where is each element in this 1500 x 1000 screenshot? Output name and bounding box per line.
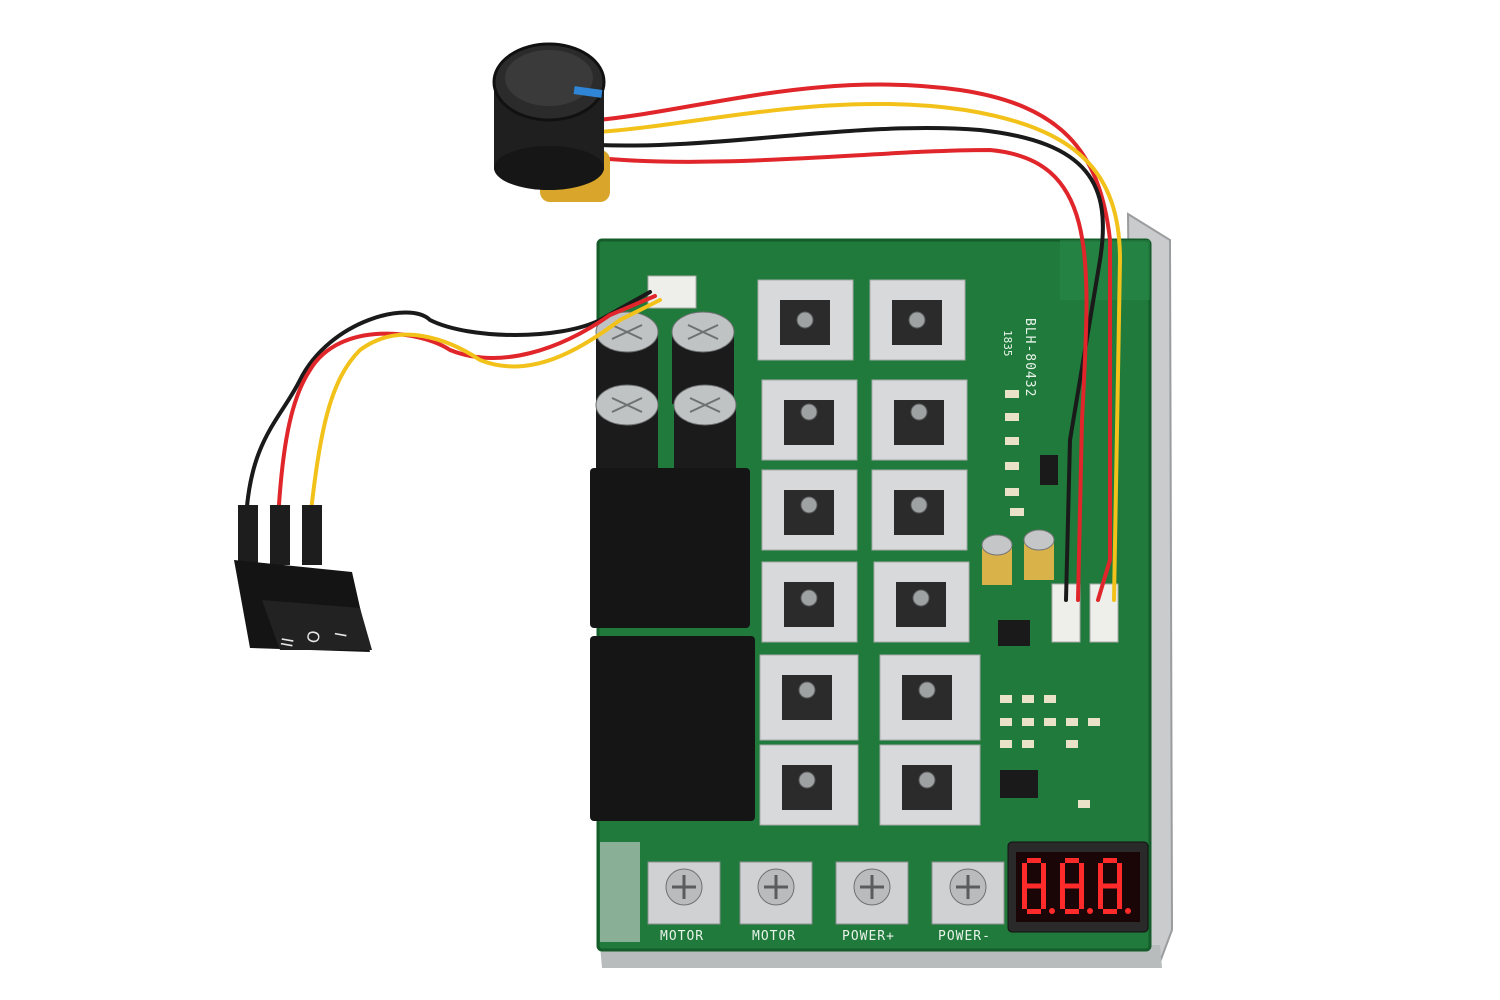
potentiometer-knob[interactable]: [492, 42, 610, 202]
heatsink-array: [757, 279, 981, 826]
display-decimal-point: [1125, 908, 1131, 914]
heatsink: [759, 744, 859, 826]
switch-label-position-0: O: [303, 629, 324, 645]
switch-label-position-1: I: [331, 631, 351, 639]
seven-segment-display: [1007, 841, 1149, 933]
terminal-power-plus[interactable]: [835, 861, 909, 925]
display-segment-c: [1079, 886, 1084, 909]
terminal-label-power-minus: POWER-: [938, 929, 991, 944]
capacitor: [595, 384, 659, 477]
terminal-label-motor-1: MOTOR: [660, 929, 704, 944]
small-capacitor: [1023, 529, 1055, 580]
relay: [590, 636, 755, 821]
display-segment-a: [1065, 858, 1079, 863]
terminal-motor-2[interactable]: [739, 861, 813, 925]
display-segment-b: [1117, 863, 1122, 886]
display-segment-f: [1022, 863, 1027, 886]
heatsink: [879, 654, 981, 741]
display-segment-c: [1117, 886, 1122, 909]
switch-wires: [244, 290, 662, 522]
heatsink: [757, 279, 854, 361]
terminal-motor-1[interactable]: [647, 861, 721, 925]
relay: [590, 468, 750, 628]
relays: [590, 468, 755, 821]
display-segment-d: [1065, 909, 1079, 914]
display-segment-a: [1103, 858, 1117, 863]
display-segment-c: [1041, 886, 1046, 909]
heatsink: [759, 654, 859, 741]
display-segment-b: [1079, 863, 1084, 886]
display-segment-e: [1098, 886, 1103, 909]
electrolytic-capacitors: [595, 311, 1055, 585]
display-decimal-point: [1087, 908, 1093, 914]
display-segment-f: [1098, 863, 1103, 886]
display-decimal-point: [1049, 908, 1055, 914]
board-small-marking: 1835: [1001, 330, 1014, 357]
rocker-switch[interactable]: II O I: [234, 505, 372, 652]
board-part-number: BLH-80432: [1022, 318, 1037, 397]
heatsink: [871, 379, 968, 461]
display-segment-g: [1027, 883, 1041, 889]
ic-chip: [998, 620, 1030, 646]
terminal-label-motor-2: MOTOR: [752, 929, 796, 944]
display-segment-g: [1065, 883, 1079, 889]
heatsink: [761, 469, 858, 551]
display-segment-b: [1041, 863, 1046, 886]
heatsink: [873, 561, 970, 643]
knob-indicator: [573, 86, 603, 98]
heatsink: [761, 379, 858, 461]
heatsink: [871, 469, 968, 551]
display-segment-d: [1103, 909, 1117, 914]
display-segment-d: [1027, 909, 1041, 914]
display-segment-g: [1103, 883, 1117, 889]
display-segment-f: [1060, 863, 1065, 886]
switch-label-position-2: II: [277, 636, 297, 649]
ic-chip: [1040, 455, 1058, 485]
small-capacitor: [981, 534, 1013, 585]
screw-terminals: MOTOR MOTOR POWER+ POWER-: [647, 861, 1005, 944]
heatsink: [761, 561, 858, 643]
terminal-label-power-plus: POWER+: [842, 929, 895, 944]
smd-components: [1000, 390, 1100, 808]
ic-chip: [1000, 770, 1038, 798]
display-segment-e: [1022, 886, 1027, 909]
terminal-power-minus[interactable]: [931, 861, 1005, 925]
display-segment-a: [1027, 858, 1041, 863]
capacitor: [673, 384, 737, 477]
potentiometer-wires: [596, 82, 1123, 602]
display-digits: [1022, 858, 1131, 914]
display-segment-e: [1060, 886, 1065, 909]
heatsink: [879, 744, 981, 826]
heatsink: [869, 279, 966, 361]
